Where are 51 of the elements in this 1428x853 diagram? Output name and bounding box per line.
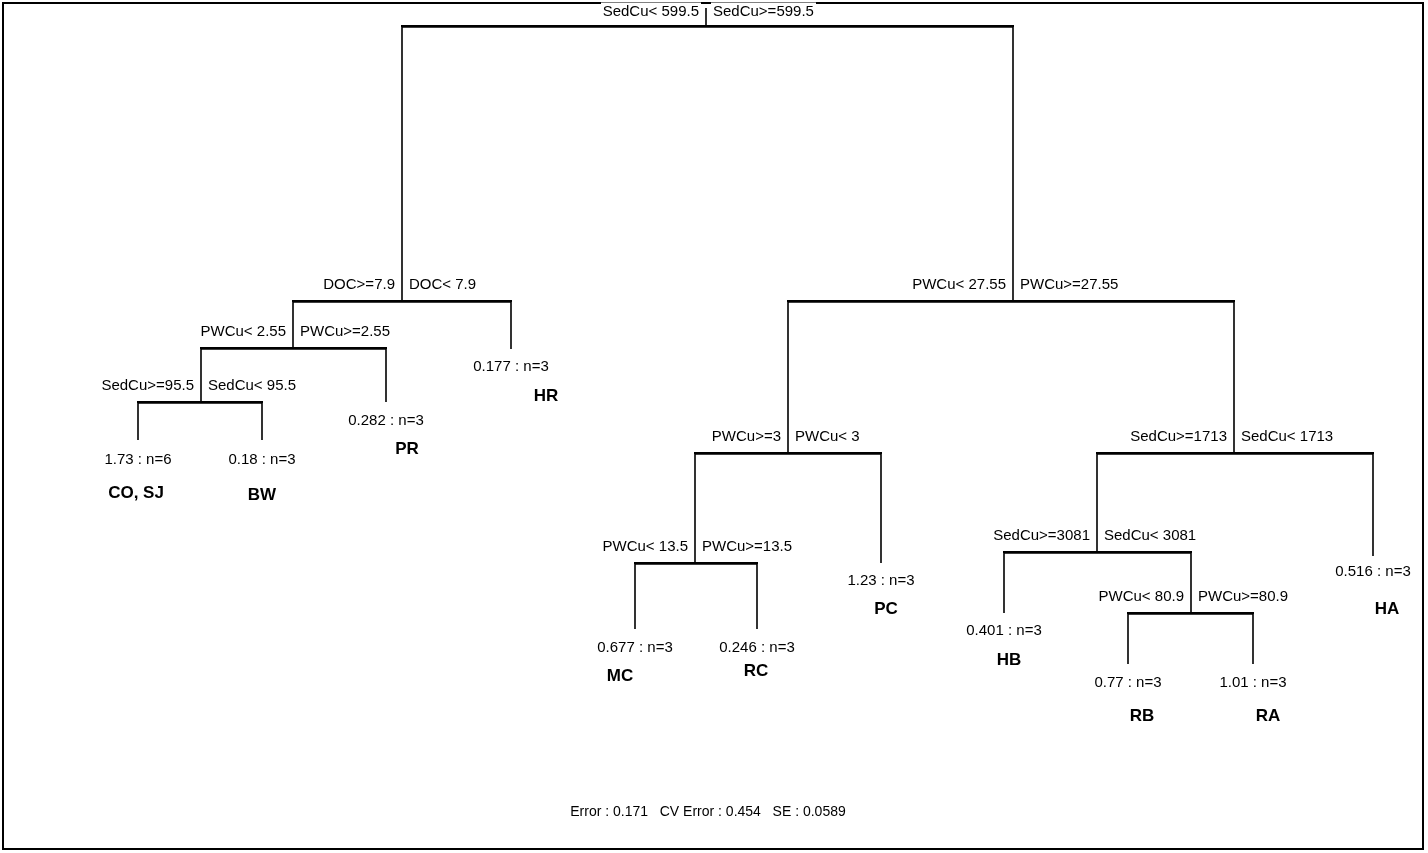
site-code: PR xyxy=(395,439,419,457)
leaf-value: 0.677 : n=3 xyxy=(597,638,673,654)
model-error-summary: Error : 0.171 CV Error : 0.454 SE : 0.0589 xyxy=(570,804,846,818)
branch-connector xyxy=(634,563,696,630)
split-label: SedCu< 3081 xyxy=(1102,526,1199,542)
split-label: SedCu< 95.5 xyxy=(206,376,298,392)
branch-connector xyxy=(200,348,294,402)
branch-connector xyxy=(787,453,882,564)
site-code: RA xyxy=(1255,706,1281,724)
leaf-value: 0.18 : n=3 xyxy=(228,450,296,466)
branch-connector xyxy=(200,402,263,441)
branch-connector xyxy=(787,301,1014,453)
branch-connector xyxy=(1233,453,1374,557)
split-label: SedCu< 1713 xyxy=(1239,427,1336,443)
split-label: SedCu< 599.5 xyxy=(600,2,701,18)
site-code: HA xyxy=(1374,599,1400,617)
leaf-value: 0.401 : n=3 xyxy=(966,621,1042,637)
site-code: PC xyxy=(874,599,898,617)
split-label: SedCu>=95.5 xyxy=(99,376,196,392)
branch-connector xyxy=(1096,552,1192,613)
leaf-value: 0.282 : n=3 xyxy=(348,411,424,427)
branch-connector xyxy=(292,301,403,348)
leaf-value: 0.77 : n=3 xyxy=(1094,673,1162,689)
branch-connector xyxy=(1190,613,1254,665)
site-code: HR xyxy=(533,386,559,404)
site-code: RB xyxy=(1129,706,1155,724)
site-code: BW xyxy=(247,485,277,503)
branch-connector xyxy=(1003,552,1098,614)
leaf-value: 1.73 : n=6 xyxy=(104,450,172,466)
branch-connector xyxy=(292,348,387,403)
branch-connector xyxy=(1012,301,1235,453)
site-code: RC xyxy=(743,661,769,679)
branch-connector xyxy=(401,301,512,350)
leaf-value: 1.01 : n=3 xyxy=(1219,673,1287,689)
branch-connector xyxy=(1127,613,1192,665)
split-label: SedCu>=1713 xyxy=(1128,427,1229,443)
leaf-value: 0.246 : n=3 xyxy=(719,638,795,654)
branch-connector xyxy=(694,453,789,563)
branch-connector xyxy=(1096,453,1235,552)
leaf-value: 0.516 : n=3 xyxy=(1335,562,1411,578)
branch-connector xyxy=(401,26,707,301)
leaf-value: 0.177 : n=3 xyxy=(473,357,549,373)
leaf-value: 1.23 : n=3 xyxy=(847,571,915,587)
branch-connector xyxy=(137,402,202,441)
site-code: HB xyxy=(996,650,1022,668)
branch-connector xyxy=(705,26,1014,301)
branch-connector xyxy=(694,563,758,630)
split-label: SedCu>=3081 xyxy=(991,526,1092,542)
split-label: SedCu>=599.5 xyxy=(711,2,816,18)
site-code: MC xyxy=(606,666,634,684)
site-code: CO, SJ xyxy=(108,483,164,501)
